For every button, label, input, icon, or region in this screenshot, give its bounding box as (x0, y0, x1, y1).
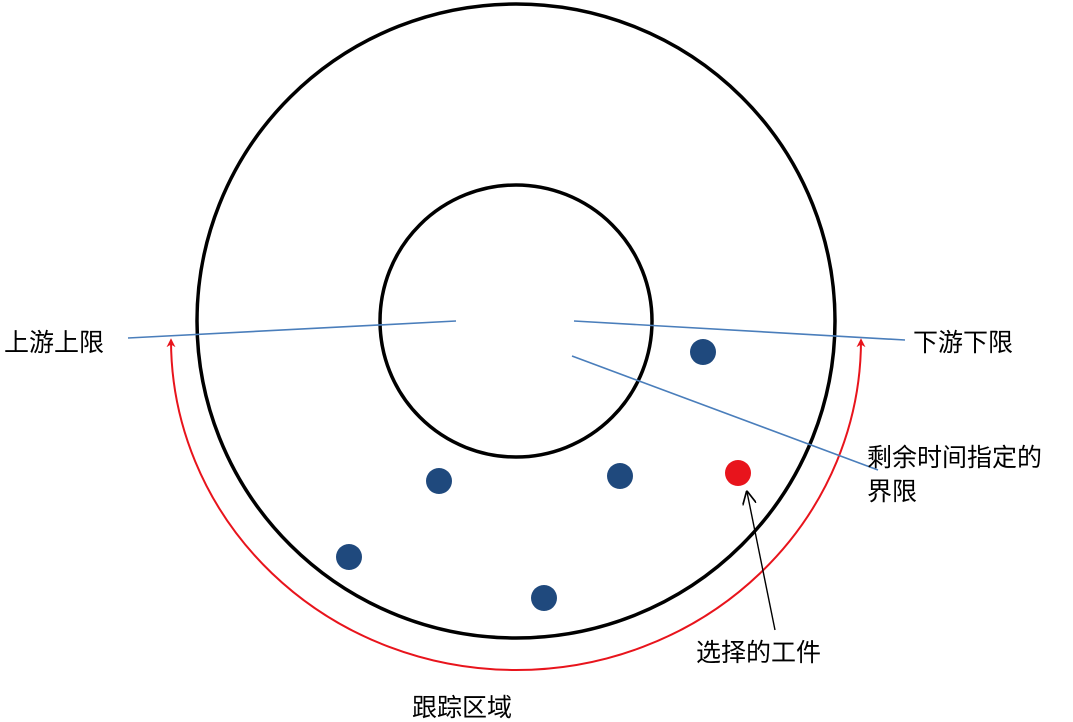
workpiece-dot (426, 468, 452, 494)
selected-workpiece-pointer-arrow (747, 492, 776, 631)
selected-workpiece-dot (725, 460, 751, 486)
workpiece-dot (690, 339, 716, 365)
remaining-time-boundary-line (571, 355, 879, 471)
workpiece-dot (336, 544, 362, 570)
selected-workpiece-label: 选择的工件 (696, 638, 821, 667)
upstream-limit-line (127, 320, 457, 339)
downstream-limit-line (573, 320, 906, 341)
remaining-time-boundary-label-line2: 界限 (867, 477, 917, 506)
workpiece-dot (607, 463, 633, 489)
workpiece-dot (531, 585, 557, 611)
downstream-limit-label: 下游下限 (913, 328, 1013, 357)
tracking-area-label: 跟踪区域 (412, 693, 512, 722)
inner-circle (378, 183, 654, 459)
tracking-area-arc (166, 338, 866, 671)
upstream-limit-label: 上游上限 (4, 328, 104, 357)
outer-circle (195, 2, 837, 640)
remaining-time-boundary-label-line1: 剩余时间指定的 (867, 443, 1042, 472)
